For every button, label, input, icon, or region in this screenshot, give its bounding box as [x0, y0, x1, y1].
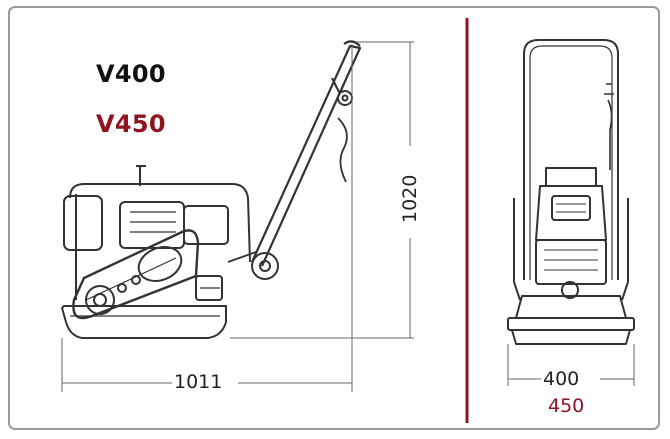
dimension-length: 1011 [172, 371, 225, 393]
front-view [507, 39, 635, 345]
front-view-dimensions [507, 344, 635, 386]
model-label-v400: V400 [96, 60, 166, 88]
dimension-width-v450: 450 [546, 395, 587, 417]
side-view [61, 40, 362, 339]
dimension-width-v400: 400 [541, 368, 582, 390]
side-view-dimensions [61, 41, 414, 392]
dimension-height: 1020 [399, 172, 421, 225]
model-label-v450: V450 [96, 110, 166, 138]
